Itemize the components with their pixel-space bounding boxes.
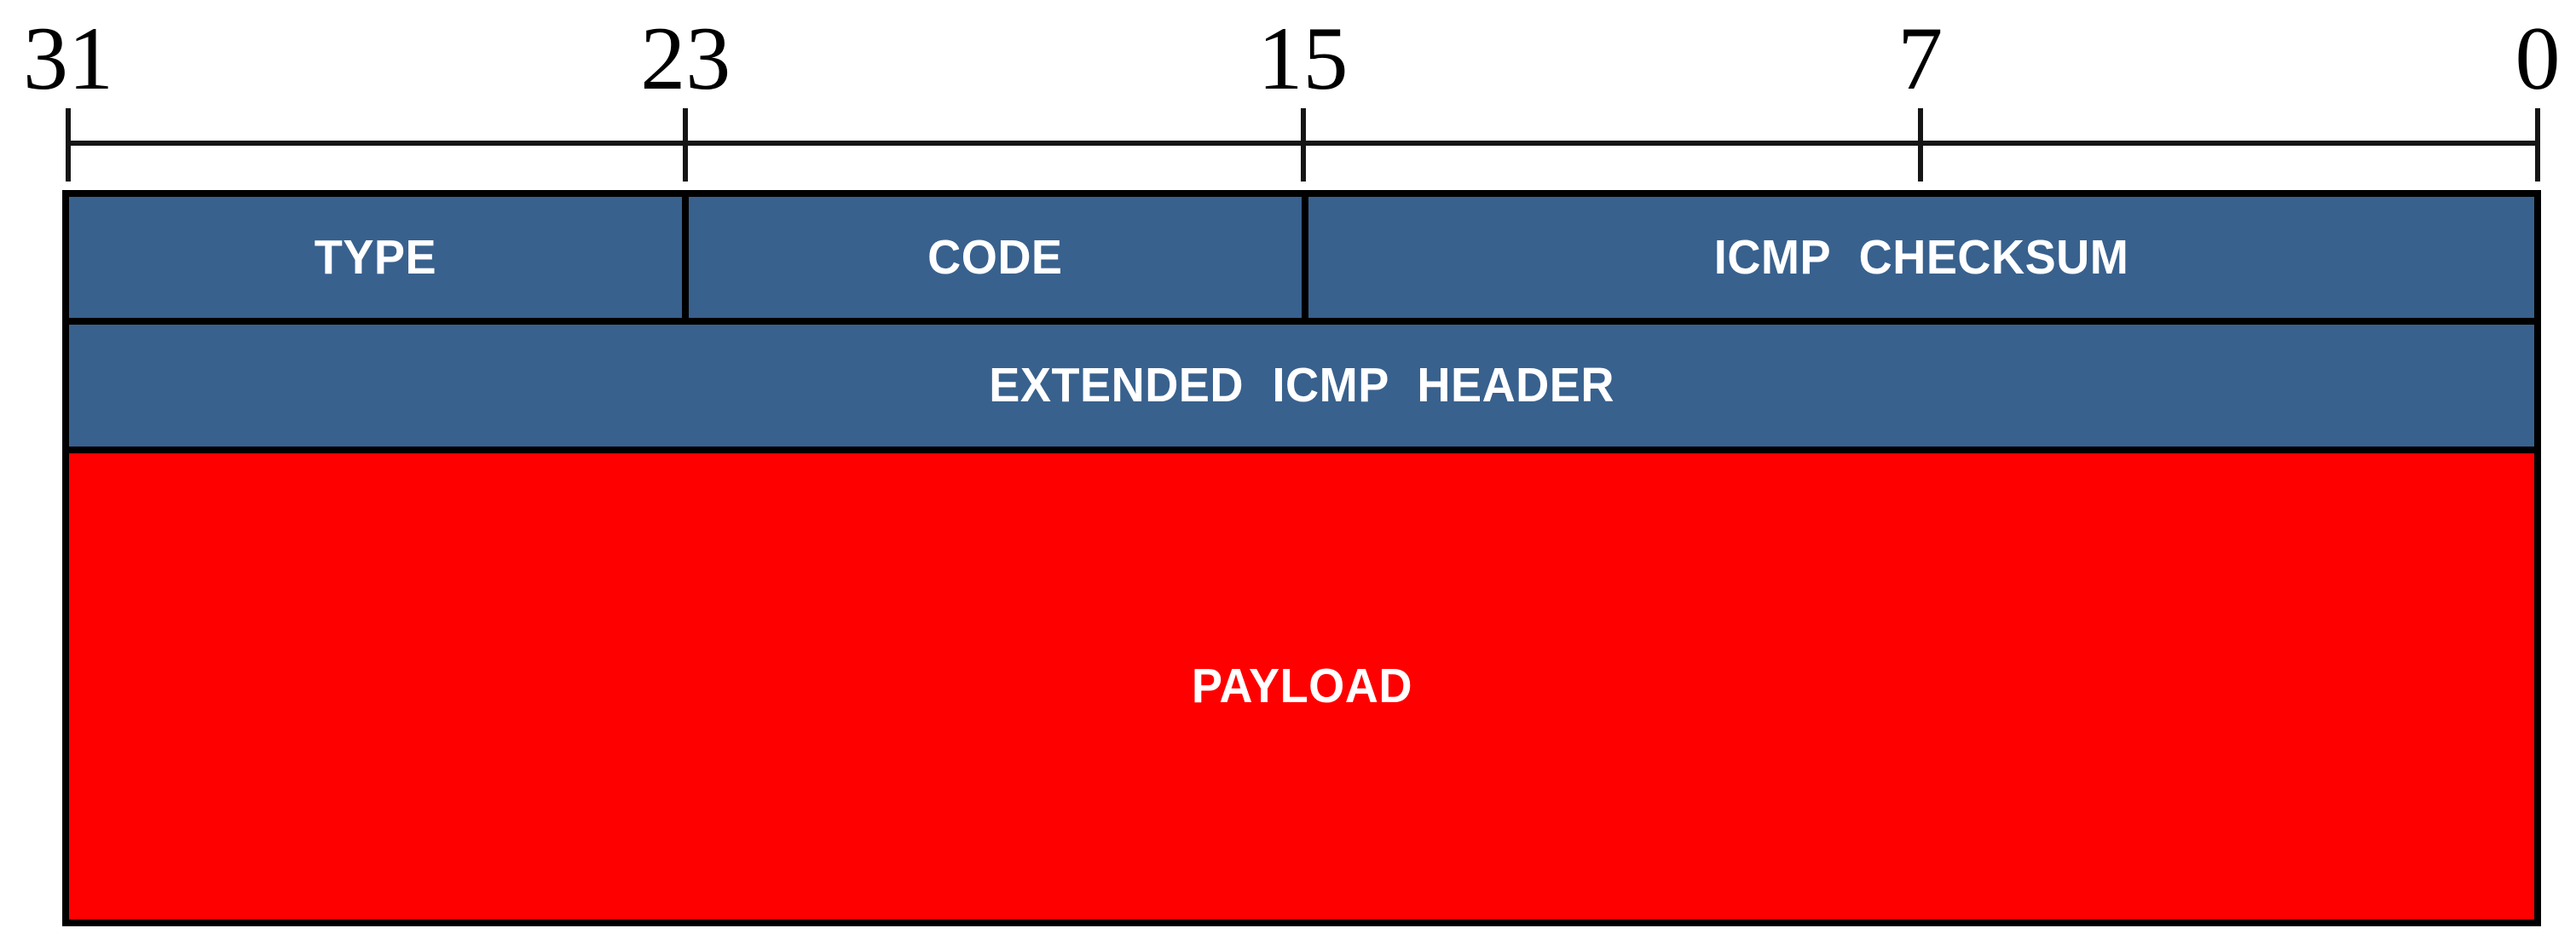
field-payload: PAYLOAD	[69, 447, 2534, 919]
field-type: TYPE	[69, 197, 682, 318]
field-icmp-checksum: ICMP CHECKSUM	[1302, 197, 2534, 318]
bit-label-7: 7	[1897, 9, 1944, 108]
packet-box: TYPE CODE ICMP CHECKSUM EXTENDED ICMP HE…	[62, 190, 2541, 926]
ruler-tick-0	[2535, 108, 2540, 182]
ruler-tick-31	[66, 108, 71, 182]
field-code: CODE	[682, 197, 1302, 318]
ruler-tick-7	[1917, 108, 1923, 182]
field-extended-icmp-header: EXTENDED ICMP HEADER	[69, 318, 2534, 447]
bit-label-31: 31	[23, 9, 113, 108]
field-payload-label: PAYLOAD	[1191, 659, 1412, 713]
field-type-label: TYPE	[314, 229, 437, 285]
ruler-tick-15	[1300, 108, 1306, 182]
bit-label-0: 0	[2515, 9, 2561, 108]
bit-label-15: 15	[1257, 9, 1349, 108]
ruler-tick-23	[683, 108, 689, 182]
header-fields-row: TYPE CODE ICMP CHECKSUM	[69, 197, 2534, 318]
bit-ruler: 31 23 15 7 0	[23, 0, 2561, 189]
field-icmp-checksum-label: ICMP CHECKSUM	[1713, 229, 2129, 285]
field-extended-icmp-header-label: EXTENDED ICMP HEADER	[989, 358, 1614, 412]
field-code-label: CODE	[927, 229, 1063, 285]
bit-label-23: 23	[640, 9, 731, 108]
